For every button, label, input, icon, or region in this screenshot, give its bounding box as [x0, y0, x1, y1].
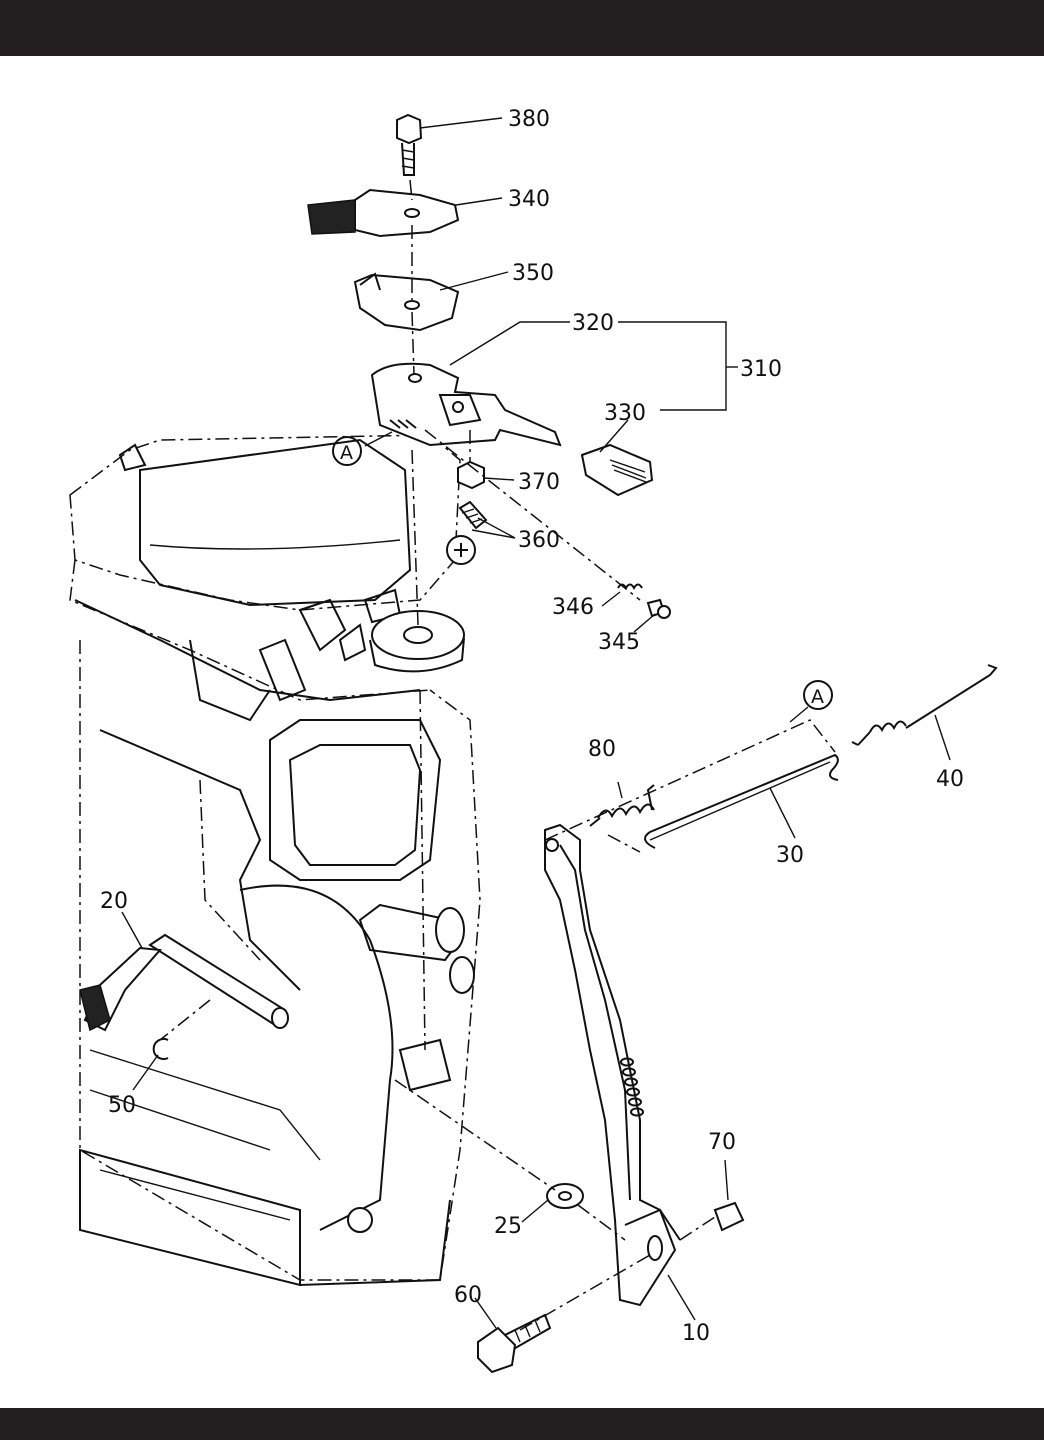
callout-40: 40 [936, 767, 964, 792]
reference-a-top: A [332, 436, 362, 466]
callout-25: 25 [494, 1214, 522, 1239]
callout-346: 346 [552, 595, 594, 620]
callout-30: 30 [776, 843, 804, 868]
friction-plate-350 [353, 272, 460, 332]
screw-345 [646, 598, 671, 619]
governor-shaft-20 [79, 933, 289, 1032]
bottom-frame-bar [0, 1408, 1044, 1440]
leader-lines [121, 117, 951, 1329]
spring-80 [589, 784, 655, 827]
governor-pivot [369, 610, 465, 673]
callout-20: 20 [100, 889, 128, 914]
callout-70: 70 [708, 1130, 736, 1155]
callout-50: 50 [108, 1093, 136, 1118]
top-frame-bar [0, 0, 1044, 56]
engine-block [69, 434, 481, 1287]
spring-40 [851, 664, 998, 746]
square-nut-70 [713, 1201, 745, 1232]
callout-370: 370 [518, 470, 560, 495]
callout-310: 310 [740, 357, 782, 382]
plate-340 [307, 188, 460, 238]
callout-330: 330 [604, 401, 646, 426]
callout-320: 320 [572, 311, 614, 336]
bolt-380 [396, 113, 423, 176]
control-lever-320 [370, 362, 562, 447]
washer-25 [546, 1183, 584, 1209]
callout-380: 380 [508, 107, 550, 132]
bolt-60 [477, 1313, 552, 1374]
screw-360 [446, 500, 488, 565]
reference-a-bottom: A [803, 680, 833, 710]
exploded-parts-diagram: 380 340 350 320 310 330 370 360 346 345 … [69, 107, 998, 1374]
grip-330 [580, 443, 654, 497]
callout-10: 10 [682, 1321, 710, 1346]
callout-340: 340 [508, 187, 550, 212]
callout-360: 360 [518, 528, 560, 553]
e-ring-50 [152, 1038, 169, 1060]
reference-a-top-label: A [340, 442, 353, 464]
callout-80: 80 [588, 737, 616, 762]
spring-346 [617, 583, 643, 591]
governor-rod-30 [644, 753, 839, 849]
governor-arm-10 [544, 823, 681, 1307]
reference-a-bottom-label: A [811, 686, 824, 708]
callout-60: 60 [454, 1283, 482, 1308]
callout-345: 345 [598, 630, 640, 655]
callout-350: 350 [512, 261, 554, 286]
